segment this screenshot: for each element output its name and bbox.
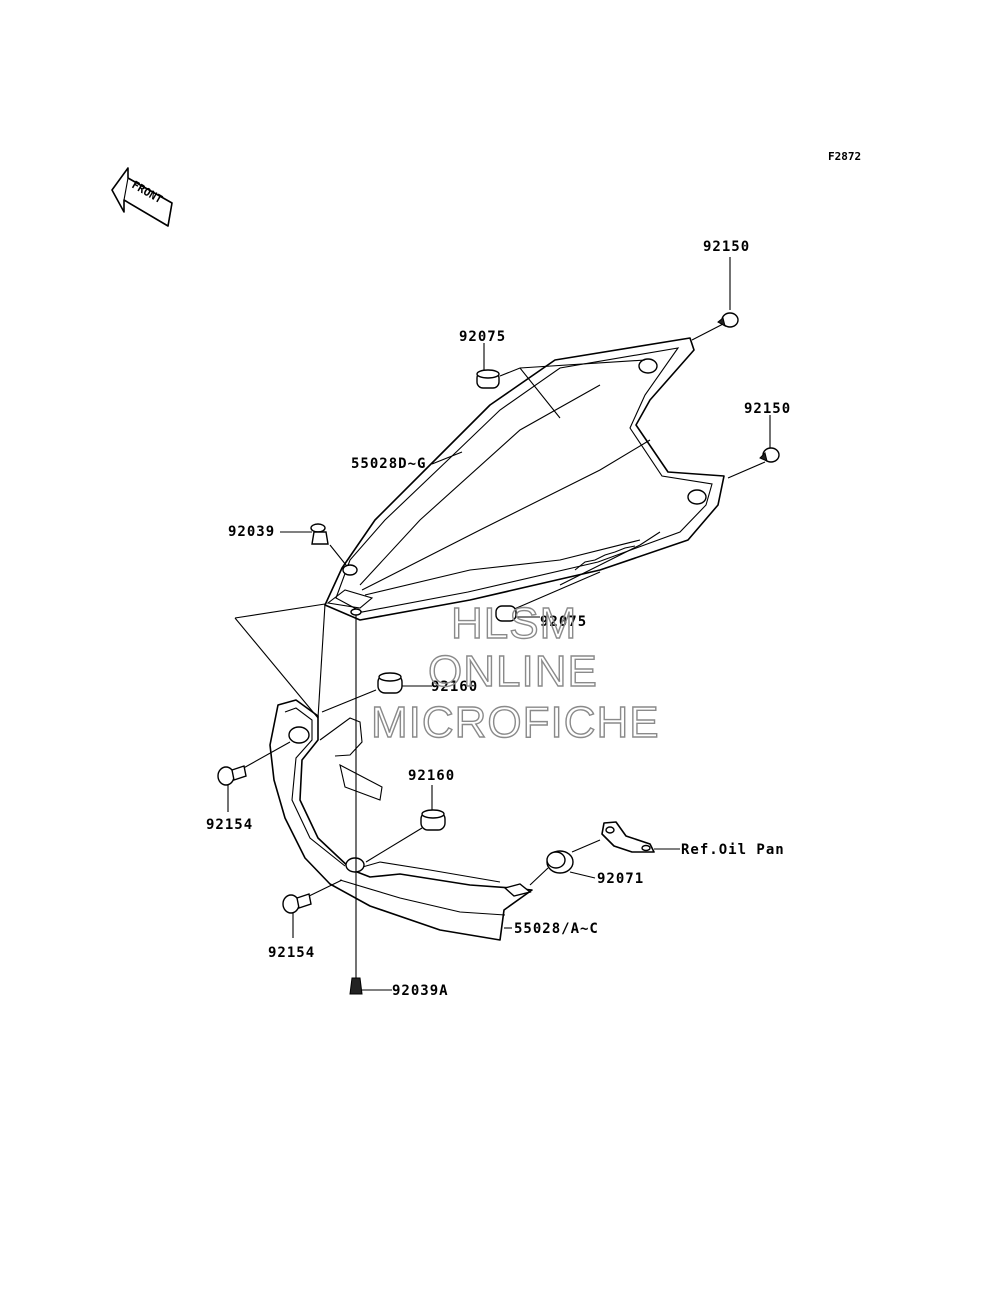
upper-cowl-55028d-g bbox=[324, 337, 725, 621]
clip-92039a bbox=[349, 977, 392, 995]
front-arrow-icon: FRONT bbox=[111, 167, 173, 227]
label-92160-lower: 92160 bbox=[408, 768, 455, 784]
label-92075-top: 92075 bbox=[459, 329, 506, 345]
watermark-line1: HLSM bbox=[451, 599, 577, 648]
label-ref-oil-pan: Ref.Oil Pan bbox=[681, 842, 785, 858]
grommet-92071 bbox=[529, 850, 596, 886]
label-92154-left: 92154 bbox=[206, 817, 253, 833]
grommet-92075-mid bbox=[495, 571, 601, 622]
label-92071: 92071 bbox=[597, 871, 644, 887]
label-92150-top: 92150 bbox=[703, 239, 750, 255]
lower-cowl-55028-a-c bbox=[269, 699, 533, 941]
watermark: HLSM ONLINE MICROFICHE bbox=[370, 598, 660, 747]
bolt-92154-left bbox=[217, 741, 291, 812]
label-92039a: 92039A bbox=[392, 983, 449, 999]
bolt-92154-bottom bbox=[282, 879, 343, 938]
figure-code: F2872 bbox=[828, 150, 861, 163]
bracket-oil-pan bbox=[571, 821, 680, 853]
watermark-line2: ONLINE bbox=[428, 647, 598, 696]
bolt-92150-right bbox=[727, 415, 780, 479]
label-92039: 92039 bbox=[228, 524, 275, 540]
grommet-92160-lower bbox=[365, 785, 446, 863]
label-92075-mid: 92075 bbox=[540, 614, 587, 630]
watermark-line3: MICROFICHE bbox=[371, 698, 660, 747]
label-92160-upper: 92160 bbox=[431, 679, 478, 695]
label-92154-bottom: 92154 bbox=[268, 945, 315, 961]
label-92150-right: 92150 bbox=[744, 401, 791, 417]
label-55028-a-c: 55028/A~C bbox=[514, 921, 599, 937]
grommet-92075-top bbox=[476, 343, 646, 419]
grommet-92160-upper bbox=[321, 672, 432, 713]
label-55028d-g: 55028D~G bbox=[351, 456, 426, 472]
clip-92039 bbox=[280, 523, 347, 566]
bolt-92150-top bbox=[691, 257, 739, 341]
